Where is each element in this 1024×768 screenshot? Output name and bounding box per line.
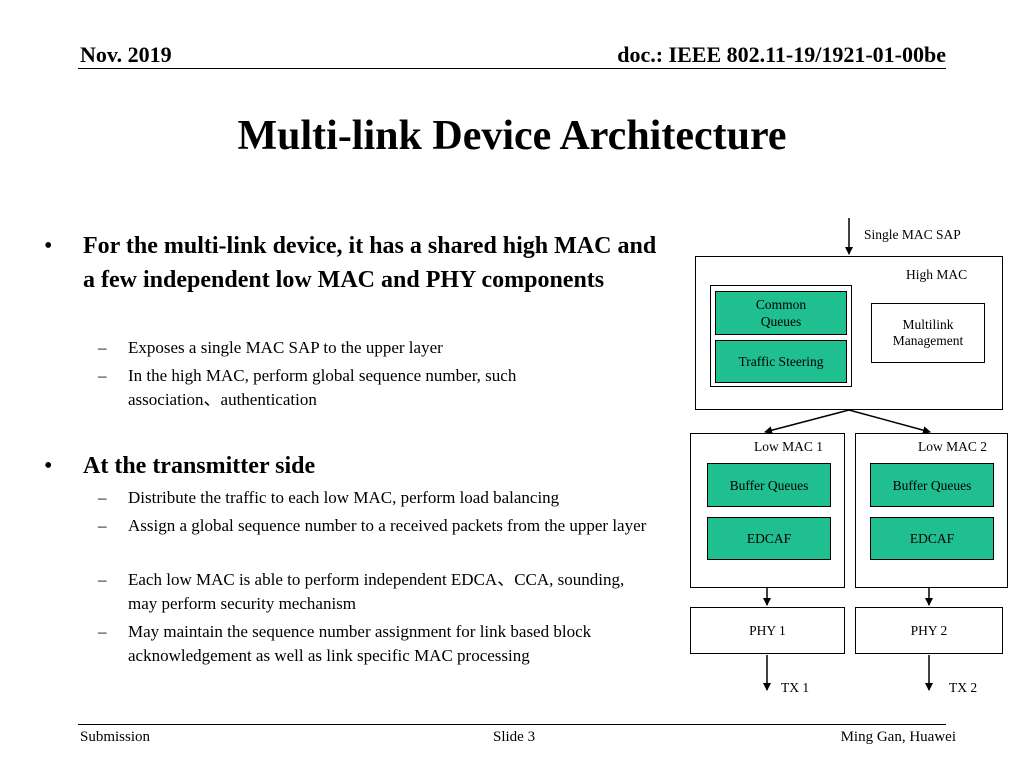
high-mac-label: High MAC [906,267,968,282]
multilink-management-label: Multilink Management [892,317,964,348]
mac-sap-label: Single MAC SAP [864,227,961,242]
phy-2-label: PHY 2 [910,622,948,638]
sub-bullet-marker: – [98,570,107,589]
bullet-marker: • [44,233,53,259]
bullet-1-sub-1: Exposes a single MAC SAP to the upper la… [128,338,443,357]
sub-bullet-marker: – [98,338,107,357]
phy-1-box: PHY 1 [690,607,845,654]
buffer-queues-label: Buffer Queues [892,477,972,493]
tx-1-label: TX 1 [781,680,810,695]
slide-title: Multi-link Device Architecture [237,113,787,159]
low-mac-1-box [690,433,845,588]
traffic-steering-box: Traffic Steering [715,340,847,383]
traffic-steering-label: Traffic Steering [738,354,824,369]
tx-2-label: TX 2 [949,680,978,695]
footer-submission: Submission [80,729,151,745]
phy-1-label: PHY 1 [749,622,786,638]
footer-slide-number: Slide 3 [493,729,536,745]
low-mac-1-label: Low MAC 1 [754,439,824,454]
low-mac-1-buffer-queues: Buffer Queues [707,463,831,507]
sub-bullet-marker: – [98,366,107,385]
bullet-marker: • [44,453,53,479]
sub-bullet-marker: – [98,516,107,535]
header-rule [78,68,946,69]
footer-rule [78,724,946,725]
bullet-1-sub-2: In the high MAC, perform global sequence… [128,366,517,409]
edcaf-label: EDCAF [746,531,792,546]
bullet-2-text: At the transmitter side [83,453,316,479]
sub-bullet-marker: – [98,622,107,641]
high-to-low2-arrow [848,409,931,435]
multilink-management-box: Multilink Management [871,303,985,363]
low-mac-2-label: Low MAC 2 [918,439,988,454]
header-doc-id: doc.: IEEE 802.11-19/1921-01-00be [617,42,946,67]
bullet-2-sub-4: May maintain the sequence number assignm… [128,622,592,665]
bullet-2-sub-2: Assign a global sequence number to a rec… [128,516,647,535]
bullet-2-sub-1: Distribute the traffic to each low MAC, … [128,488,560,507]
phy-2-box: PHY 2 [855,607,1003,654]
buffer-queues-label: Buffer Queues [729,477,809,493]
low-mac-2-edcaf: EDCAF [870,517,994,560]
edcaf-label: EDCAF [909,531,955,546]
bullet-1-text: For the multi-link device, it has a shar… [83,233,657,293]
bullet-2-sub-3: Each low MAC is able to perform independ… [128,570,625,613]
footer-author: Ming Gan, Huawei [840,729,956,745]
common-queues-box: Common Queues [715,291,847,335]
low-mac-2-buffer-queues: Buffer Queues [870,463,994,507]
header-date: Nov. 2019 [80,42,172,67]
low-mac-2-box [855,433,1008,588]
high-to-low1-arrow [764,409,850,435]
low-mac-1-edcaf: EDCAF [707,517,831,560]
common-queues-label: Common Queues [755,297,807,329]
sub-bullet-marker: – [98,488,107,507]
